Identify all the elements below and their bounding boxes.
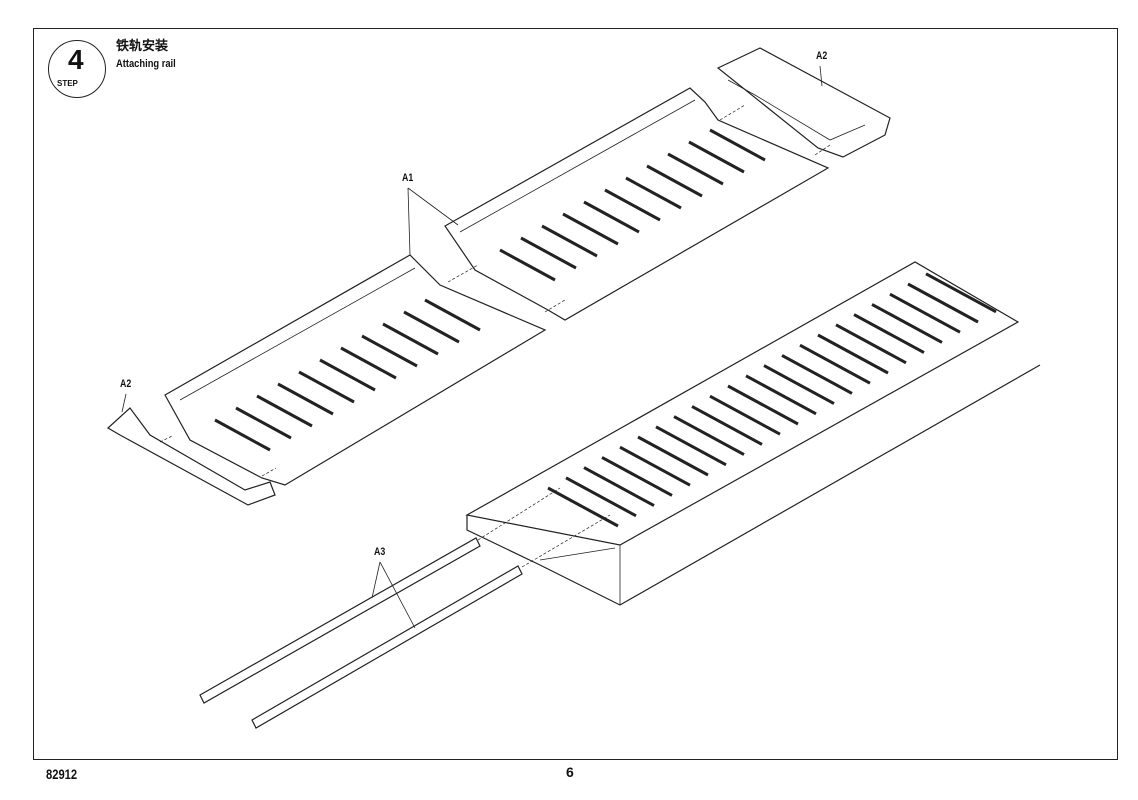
slat	[625, 176, 682, 210]
step-badge: 4 STEP	[48, 40, 106, 98]
slat	[499, 248, 556, 282]
slat	[604, 188, 661, 222]
slat	[667, 152, 724, 186]
slat	[781, 354, 853, 395]
upper-tray-wall	[459, 99, 696, 233]
slat	[403, 310, 460, 344]
slat	[382, 322, 439, 356]
slat	[691, 405, 763, 446]
label-a1: A1	[402, 172, 414, 184]
slat	[907, 282, 979, 324]
slat	[817, 333, 889, 375]
slat	[655, 425, 727, 467]
slat	[214, 418, 271, 452]
slat	[424, 298, 481, 332]
slat	[763, 364, 835, 405]
label-a3: A3	[374, 546, 386, 558]
slat	[709, 394, 781, 436]
upper-tray-slats	[499, 128, 766, 282]
slat	[340, 346, 397, 380]
connection-lines	[159, 104, 831, 568]
slat	[547, 486, 619, 528]
slat	[583, 466, 655, 507]
slat	[619, 445, 691, 487]
slat	[709, 128, 766, 162]
slat	[235, 406, 292, 440]
slat	[256, 394, 313, 428]
step-number: 4	[68, 44, 84, 75]
kit-code: 82912	[46, 766, 78, 782]
slat	[298, 370, 355, 404]
label-a2-top: A2	[816, 50, 828, 62]
rail-a3-back	[251, 565, 523, 729]
step-title-chinese: 铁轨安装	[116, 38, 169, 53]
slat	[835, 323, 907, 365]
part-a2-top	[716, 47, 891, 158]
page-frame	[33, 28, 1118, 760]
slat	[646, 164, 703, 198]
slat	[637, 435, 709, 477]
part-a2-left	[106, 407, 276, 506]
slat	[673, 415, 745, 456]
slat	[727, 384, 799, 426]
part-a1-upper-tray	[444, 87, 830, 321]
slat	[871, 303, 943, 344]
lower-tray-wall	[179, 267, 416, 401]
slat	[562, 212, 619, 246]
step-label: STEP	[57, 79, 78, 88]
slat	[319, 358, 376, 392]
rail-ties	[547, 272, 997, 528]
slat	[925, 272, 997, 314]
slat	[277, 382, 334, 416]
rail-base-bevel	[539, 547, 616, 561]
rail-base-top	[465, 261, 1020, 546]
part-a1-lower-tray	[164, 254, 547, 486]
slat	[520, 236, 577, 270]
leader-lines	[121, 65, 823, 629]
slat	[583, 200, 640, 234]
slat	[745, 374, 817, 416]
page-number: 6	[566, 764, 574, 780]
slat	[799, 343, 871, 385]
label-a2-left: A2	[120, 378, 132, 390]
step-title-english: Attaching rail	[116, 58, 176, 70]
slat	[889, 292, 961, 334]
slat	[601, 456, 673, 497]
slat	[853, 313, 925, 354]
slat	[541, 224, 598, 258]
rail-base-front	[466, 364, 1041, 606]
lower-tray-slats	[214, 298, 481, 452]
rail-a3-front	[199, 537, 481, 704]
part-a2-top-inner-edge	[727, 79, 866, 141]
slat	[565, 476, 637, 518]
slat	[688, 140, 745, 174]
slat	[361, 334, 418, 368]
